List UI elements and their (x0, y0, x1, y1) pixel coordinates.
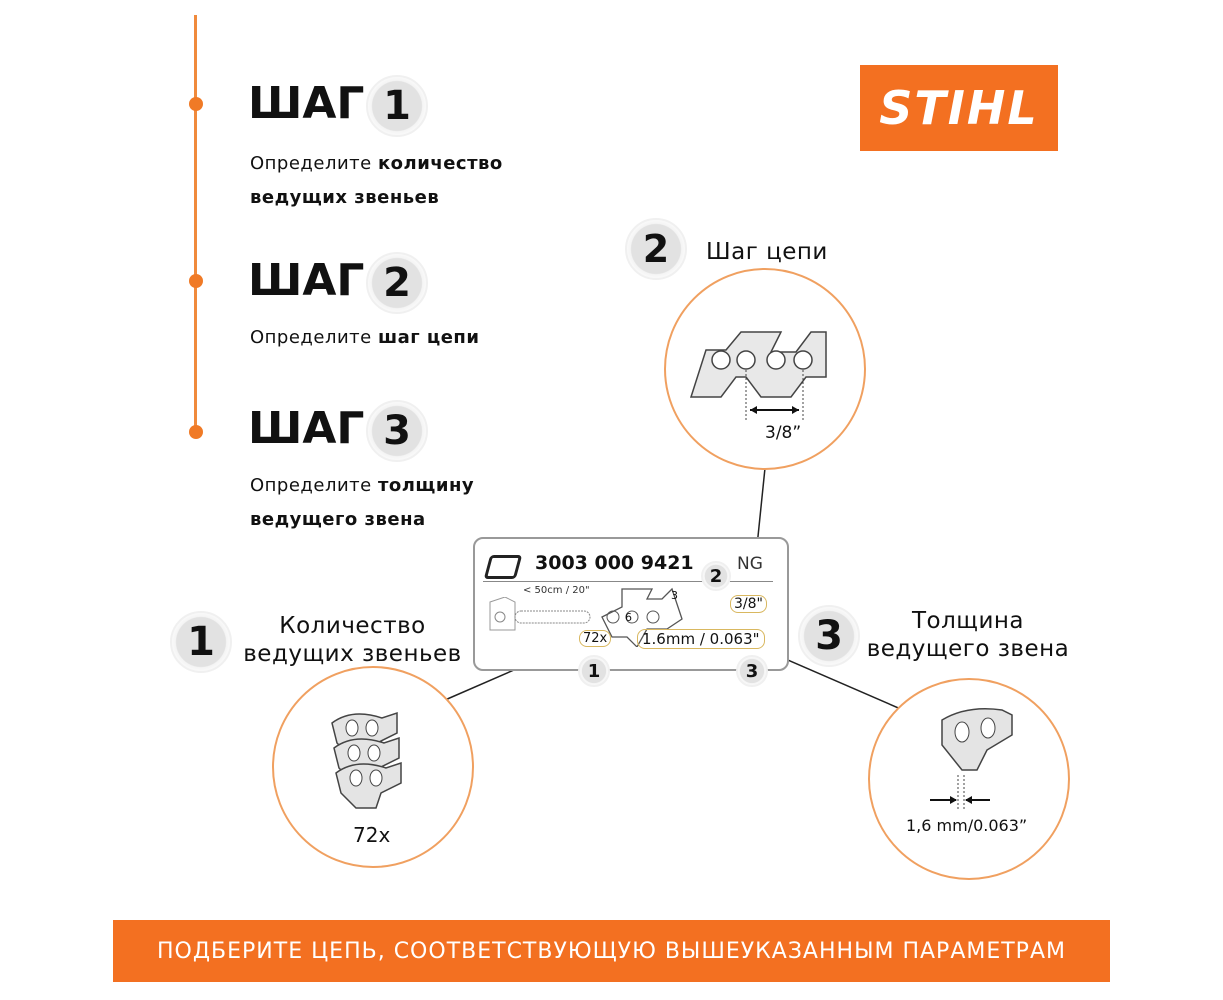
timeline-dot-1 (189, 97, 203, 111)
step-3-text-2: ведущего звена (250, 509, 426, 530)
timeline-dot-3 (189, 425, 203, 439)
step-1-text: Определите количество (250, 153, 503, 174)
chain-link-icon (601, 587, 683, 647)
gauge-value: 1,6 mm/0.063” (906, 816, 1028, 835)
step-2-number: 2 (366, 252, 428, 314)
timeline-dot-2 (189, 274, 203, 288)
step-3-title: ШАГ (248, 403, 365, 454)
step-1-title: ШАГ (248, 78, 365, 129)
stihl-chain-logo-icon (483, 555, 523, 579)
timeline-line (194, 15, 197, 435)
card-gauge: 1.6mm / 0.063" (637, 629, 765, 649)
step-1-number: 1 (366, 75, 428, 137)
card-number-1: 1 (578, 655, 610, 687)
callout-2-number: 2 (625, 218, 687, 280)
gauge-circle (868, 678, 1070, 880)
links-circle (272, 666, 474, 868)
card-pitch: 3/8" (730, 595, 767, 613)
part-number: 3003 000 9421 (535, 552, 694, 574)
step-3-number: 3 (366, 400, 428, 462)
bar-length: < 50cm / 20" (523, 585, 590, 596)
chainsaw-icon (489, 597, 591, 631)
divider (483, 581, 773, 582)
callout-3-number: 3 (798, 605, 860, 667)
chain-label-card: 3003 000 9421 NG < 50cm / 20" 6 3 2 3/8"… (473, 537, 789, 671)
step-3-text: Определите толщину (250, 475, 475, 496)
drive-link-gauge-icon (930, 708, 1013, 810)
card-links: 72x (579, 630, 612, 647)
chain-type: NG (737, 554, 763, 574)
pitch-value: 3/8” (765, 423, 802, 443)
pitch-circle (664, 268, 866, 470)
drive-links-icon (331, 711, 402, 809)
stihl-logo: STIHL (860, 65, 1058, 151)
bottom-banner: ПОДБЕРИТЕ ЦЕПЬ, СООТВЕТСТВУЮЩУЮ ВЫШЕУКАЗ… (113, 920, 1110, 982)
card-number-2: 2 (701, 561, 731, 591)
card-number-3: 3 (736, 655, 768, 687)
links-value: 72x (353, 823, 391, 847)
callout-1-number: 1 (170, 611, 232, 673)
step-2-text: Определите шаг цепи (250, 327, 480, 348)
chain-pitch-icon (689, 331, 827, 420)
label-3-small: 3 (671, 589, 678, 602)
step-2-title: ШАГ (248, 255, 365, 306)
pitch-label: Шаг цепи (706, 239, 828, 265)
step-1-text-2: ведущих звеньев (250, 187, 440, 208)
label-6: 6 (625, 611, 632, 624)
